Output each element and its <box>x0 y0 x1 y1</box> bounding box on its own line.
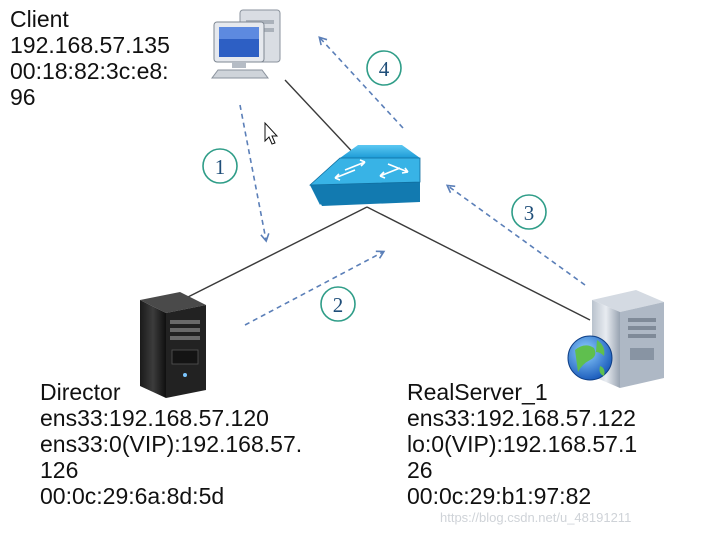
web-server-icon <box>567 290 664 388</box>
watermark-text: https://blog.csdn.net/u_48191211 <box>440 510 632 525</box>
client-ip: 192.168.57.135 <box>10 32 170 58</box>
link-switch-realserver <box>366 206 591 321</box>
flow-arrow-3 <box>445 184 586 286</box>
desktop-computer-icon <box>211 9 281 79</box>
realserver-ens33: ens33:192.168.57.122 <box>407 405 636 431</box>
flow-arrow-4 <box>318 36 404 129</box>
step-badge-4: 4 <box>366 50 402 86</box>
client-mac-line2: 96 <box>10 84 36 110</box>
step-badge-3: 3 <box>511 194 547 230</box>
flow-arrow-1 <box>239 104 270 243</box>
director-name: Director <box>40 379 121 405</box>
realserver-label: RealServer_1 ens33:192.168.57.122 lo:0(V… <box>407 379 637 509</box>
link-client-switch <box>284 79 361 161</box>
step-number-2: 2 <box>333 293 344 317</box>
realserver-vip-line1: lo:0(VIP):192.168.57.1 <box>407 431 638 457</box>
step-badge-2: 2 <box>320 286 356 322</box>
step-number-3: 3 <box>524 201 535 225</box>
director-label: Director ens33:192.168.57.120 ens33:0(VI… <box>40 379 302 509</box>
client-label: Client 192.168.57.135 00:18:82:3c:e8: 96 <box>10 6 170 110</box>
director-vip-line1: ens33:0(VIP):192.168.57. <box>40 431 303 457</box>
server-tower-icon <box>140 292 206 398</box>
realserver-name: RealServer_1 <box>407 379 548 405</box>
mouse-pointer-icon <box>264 121 279 145</box>
realserver-mac: 00:0c:29:b1:97:82 <box>407 483 592 509</box>
step-number-1: 1 <box>215 155 226 179</box>
director-vip-line2: 126 <box>40 457 79 483</box>
flow-arrow-2 <box>244 250 386 326</box>
realserver-vip-line2: 26 <box>407 457 433 483</box>
client-name: Client <box>10 6 69 32</box>
step-badge-1: 1 <box>202 148 238 184</box>
step-number-4: 4 <box>379 57 390 81</box>
network-switch-icon <box>308 145 421 206</box>
director-mac: 00:0c:29:6a:8d:5d <box>40 483 225 509</box>
link-switch-director <box>177 206 368 303</box>
client-mac-line1: 00:18:82:3c:e8: <box>10 58 169 84</box>
director-ens33: ens33:192.168.57.120 <box>40 405 269 431</box>
